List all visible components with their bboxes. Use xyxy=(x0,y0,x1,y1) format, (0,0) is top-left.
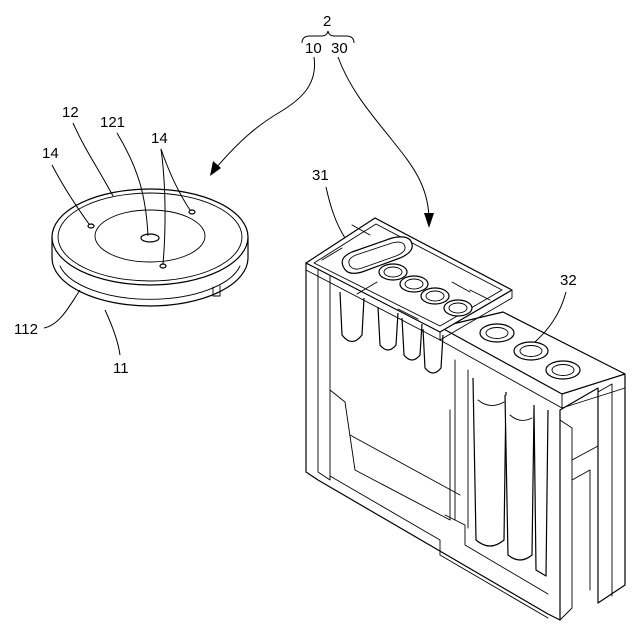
opening-icon xyxy=(444,300,472,316)
label-center-hole: 121 xyxy=(100,114,125,131)
label-rim: 112 xyxy=(14,321,38,338)
label-pin-hole-left: 14 xyxy=(42,145,59,162)
label-cartridge-part: 30 xyxy=(331,40,348,57)
right-inner-wall xyxy=(560,420,572,620)
cartridge-assembly xyxy=(306,218,625,620)
opening-icon xyxy=(400,276,428,292)
arrow-to-cartridge xyxy=(338,57,434,228)
cup-icon xyxy=(546,361,580,379)
label-cup-row: 32 xyxy=(560,272,577,289)
pin-hole-icon xyxy=(88,224,94,228)
cup-icon xyxy=(480,324,514,342)
disc-assembly xyxy=(52,189,248,306)
reference-bracket: 2 10 30 xyxy=(302,13,354,57)
label-disc-part: 10 xyxy=(305,40,322,57)
label-disc-top: 12 xyxy=(62,104,79,121)
label-pin-hole-right: 14 xyxy=(151,130,168,147)
opening-icon xyxy=(379,264,407,280)
cup-icon xyxy=(514,342,548,360)
right-ribs xyxy=(572,446,598,590)
opening-icon xyxy=(421,288,449,304)
label-disc-side: 11 xyxy=(113,360,129,377)
pin-hole-icon xyxy=(189,210,195,214)
pin-hole-icon xyxy=(160,264,166,268)
center-hole-icon xyxy=(141,234,159,242)
arrow-to-disc xyxy=(210,57,315,176)
label-assembly: 2 xyxy=(323,13,331,30)
label-rack-plate: 31 xyxy=(312,167,329,184)
